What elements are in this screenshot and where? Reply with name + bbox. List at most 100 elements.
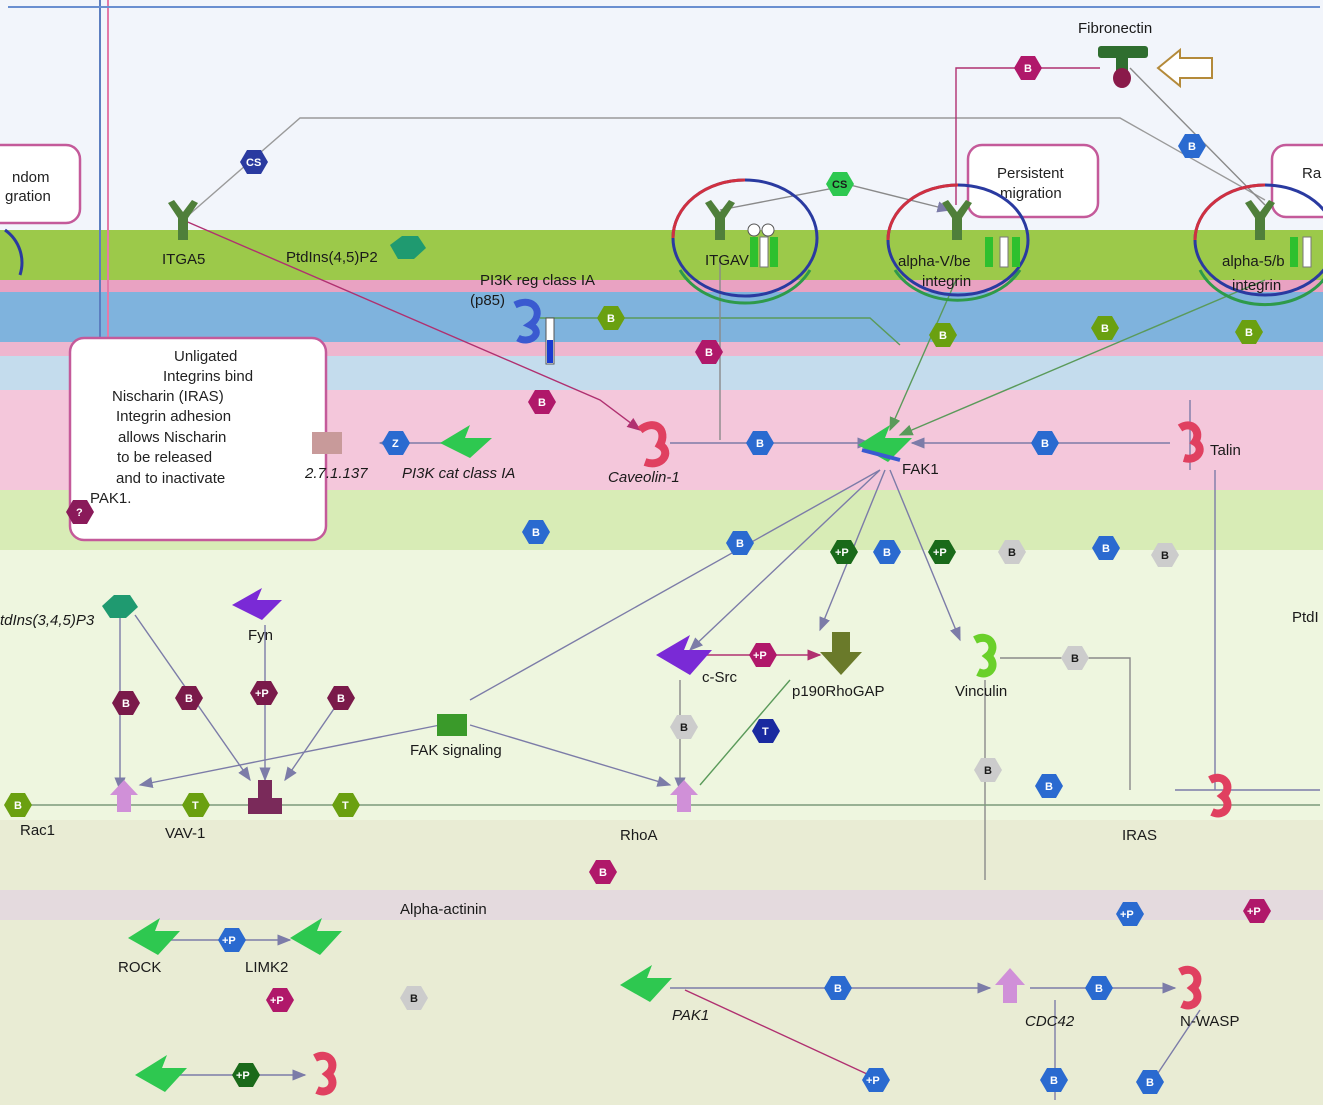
node-cdc42[interactable]: CDC42	[995, 968, 1075, 1030]
svg-text:gration: gration	[5, 188, 51, 205]
badge-binding: B	[1031, 431, 1059, 455]
svg-text:PtdIns(4,5)P2: PtdIns(4,5)P2	[286, 249, 378, 266]
svg-text:(p85): (p85)	[470, 292, 505, 309]
badge-phospho: +P	[862, 1068, 890, 1092]
svg-text:PtdI: PtdI	[1292, 609, 1319, 626]
badge-phospho: +P	[232, 1063, 260, 1087]
badge-binding: B	[1014, 56, 1042, 80]
svg-text:B: B	[410, 993, 418, 1005]
svg-text:B: B	[1071, 653, 1079, 665]
svg-text:B: B	[1008, 547, 1016, 559]
svg-text:Caveolin-1: Caveolin-1	[608, 469, 680, 486]
badge-binding: B	[1091, 316, 1119, 340]
protein-icon	[1208, 774, 1232, 818]
badge-phospho: +P	[218, 928, 246, 952]
badge-binding: B	[1235, 320, 1263, 344]
svg-text:and to inactivate: and to inactivate	[116, 470, 225, 487]
svg-text:B: B	[1146, 1077, 1154, 1089]
node-iras[interactable]: IRAS	[1122, 774, 1232, 844]
badge-unknown: ?	[66, 500, 94, 524]
svg-text:B: B	[607, 313, 615, 325]
kinase-icon	[858, 425, 912, 462]
node-fak-signaling[interactable]: FAK signaling	[410, 714, 502, 759]
enzyme-box-icon	[312, 432, 342, 454]
svg-text:?: ?	[76, 507, 83, 519]
gtpase-icon	[995, 968, 1025, 1003]
node-alpha-5-beta-integrin[interactable]: alpha-5/b integrin	[1222, 200, 1312, 294]
node-p190rhogap[interactable]: p190RhoGAP	[792, 632, 885, 700]
svg-text:migration: migration	[1000, 185, 1062, 202]
node-vav-1[interactable]: VAV-1	[165, 780, 282, 842]
svg-text:tdIns(3,4,5)P3: tdIns(3,4,5)P3	[0, 612, 95, 629]
svg-text:ITGAV: ITGAV	[705, 252, 749, 269]
kinase-icon	[440, 425, 492, 458]
svg-text:B: B	[1245, 327, 1253, 339]
node-kinase-lower[interactable]	[135, 1052, 337, 1096]
metabolite-icon	[390, 236, 426, 259]
svg-text:Rac1: Rac1	[20, 822, 55, 839]
node-alpha-v-beta-integrin[interactable]: alpha-V/be integrin	[898, 200, 1020, 290]
svg-text:c-Src: c-Src	[702, 669, 737, 686]
node-itgav[interactable]: ITGAV	[705, 200, 778, 269]
node-rhoa[interactable]: RhoA	[620, 780, 698, 844]
node-itga5[interactable]: ITGA5	[162, 200, 205, 268]
callout-random-left: ndom gration	[0, 143, 82, 225]
node-fyn[interactable]: Fyn	[232, 588, 282, 644]
svg-text:T: T	[342, 800, 349, 812]
badge-binding: B	[873, 540, 901, 564]
svg-text:B: B	[599, 867, 607, 879]
node-ptdins45p2[interactable]: PtdIns(4,5)P2	[286, 236, 426, 266]
badge-binding: B	[929, 323, 957, 347]
badge-phospho: +P	[749, 643, 777, 667]
svg-text:B: B	[1161, 550, 1169, 562]
badge-binding: B	[726, 531, 754, 555]
svg-text:B: B	[736, 538, 744, 550]
svg-text:B: B	[1102, 543, 1110, 555]
badge-binding: B	[695, 340, 723, 364]
node-pi3k-reg[interactable]: PI3K reg class IA (p85)	[470, 272, 595, 365]
metabolite-icon	[102, 595, 138, 618]
svg-text:CDC42: CDC42	[1025, 1013, 1075, 1030]
badge-binding: B	[528, 390, 556, 414]
svg-text:B: B	[14, 800, 22, 812]
node-caveolin-1[interactable]: Caveolin-1	[608, 421, 680, 486]
fibronectin[interactable]: Fibronectin	[1078, 20, 1213, 89]
svg-text:B: B	[185, 693, 193, 705]
callout-random-right: Ra	[1270, 143, 1323, 219]
svg-text:2.7.1.137: 2.7.1.137	[304, 465, 368, 482]
badge-phospho: +P	[250, 681, 278, 705]
svg-text:LIMK2: LIMK2	[245, 959, 288, 976]
svg-text:ROCK: ROCK	[118, 959, 161, 976]
node-c-src[interactable]: c-Src	[656, 635, 737, 686]
node-alpha-actinin[interactable]: Alpha-actinin	[400, 901, 487, 918]
badge-binding: B	[1040, 1068, 1068, 1092]
node-limk2[interactable]: LIMK2	[245, 918, 342, 976]
node-pi3k-cat[interactable]: PI3K cat class IA	[402, 425, 515, 482]
kinase-icon	[135, 1055, 187, 1092]
node-pak1[interactable]: PAK1	[620, 965, 709, 1024]
node-ptdins-right[interactable]: PtdI	[1292, 609, 1319, 626]
svg-text:PAK1.: PAK1.	[90, 490, 131, 507]
gef-icon	[248, 780, 282, 814]
badge-binding: B	[522, 520, 550, 544]
node-rac1[interactable]: Rac1	[20, 780, 138, 839]
node-n-wasp[interactable]: N-WASP	[1178, 966, 1239, 1030]
protein-icon	[1178, 966, 1202, 1010]
gtpase-icon	[670, 780, 698, 812]
badge-binding: B	[746, 431, 774, 455]
svg-text:Fibronectin: Fibronectin	[1078, 20, 1152, 37]
node-vinculin[interactable]: Vinculin	[955, 634, 1007, 700]
badge-binding: B	[1085, 976, 1113, 1000]
node-2-7-1-137[interactable]: 2.7.1.137	[304, 432, 368, 482]
node-talin[interactable]: Talin	[1177, 421, 1241, 463]
protein-icon	[1177, 421, 1204, 463]
svg-text:+P: +P	[1120, 909, 1134, 921]
badge-z: Z	[382, 431, 410, 455]
node-fak1[interactable]: FAK1	[858, 425, 939, 478]
svg-text:Persistent: Persistent	[997, 165, 1065, 182]
node-rock[interactable]: ROCK	[118, 918, 180, 976]
node-ptdins345p3[interactable]: tdIns(3,4,5)P3	[0, 595, 138, 629]
kinase-icon	[232, 588, 282, 620]
